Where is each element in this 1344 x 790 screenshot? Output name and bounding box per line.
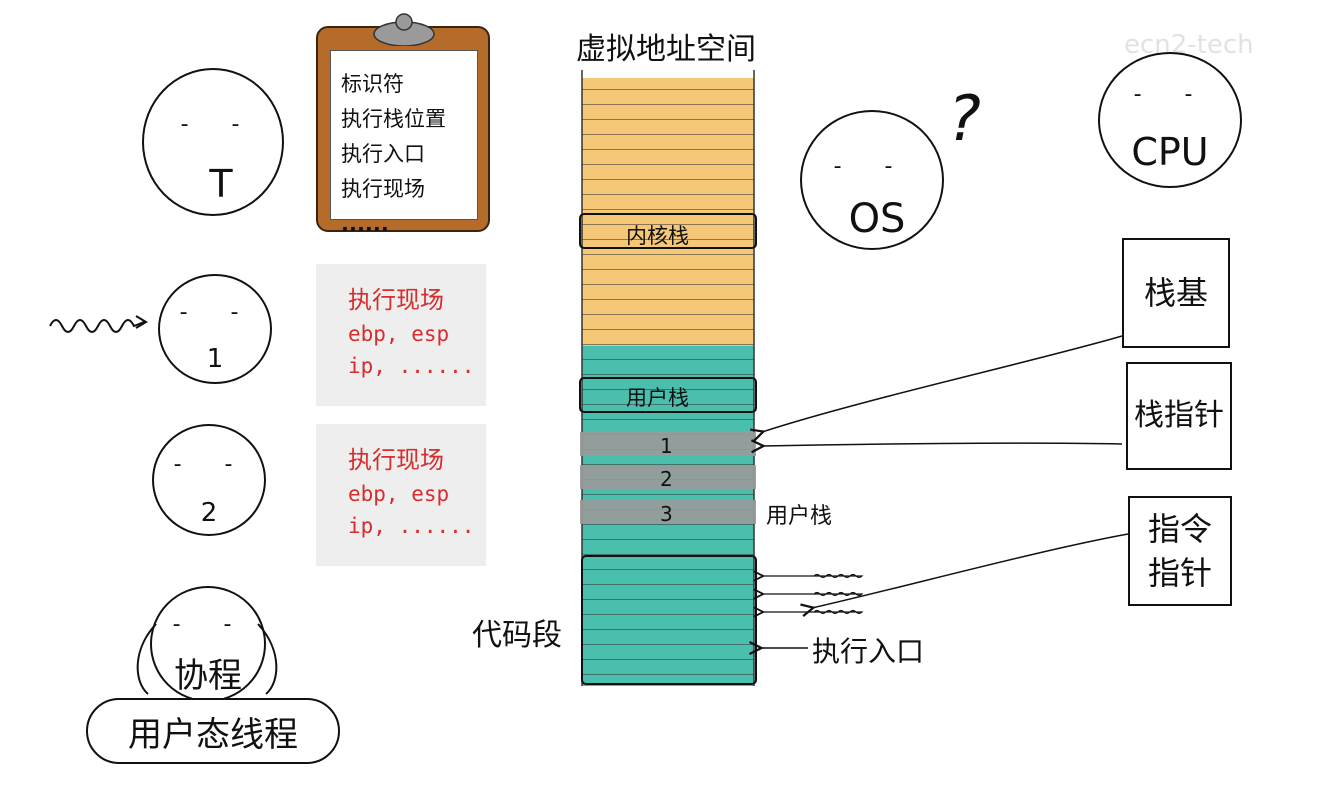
squiggle-pointer <box>762 575 864 578</box>
frame-label: 3 <box>660 502 673 526</box>
frame-label: 1 <box>660 434 673 458</box>
stack-base-label: 栈基 <box>1143 274 1208 312</box>
coroutine-1-context-note: 执行现场 ebp, esp ip, ...... <box>316 264 486 406</box>
coroutine-2-face: - - 2 <box>152 424 266 536</box>
frame-label: 2 <box>660 467 673 491</box>
thread-face: - - T <box>142 68 284 216</box>
context-register-line: ebp, esp <box>348 322 450 346</box>
coroutine-1-eyes: - - <box>179 300 257 325</box>
instruction-pointer-register: 指令 指针 <box>1128 496 1232 606</box>
stack-frame-3 <box>580 500 756 524</box>
stack-pointer-label: 栈指针 <box>1134 398 1224 433</box>
side-user-stack-label: 用户栈 <box>766 504 833 529</box>
stack-pointer-arrow <box>762 443 1123 446</box>
context-register-line: ip, ...... <box>348 354 475 378</box>
thread-face-label: T <box>209 162 233 206</box>
cpu-face-label: CPU <box>1131 130 1209 174</box>
register-arrows <box>740 335 1129 660</box>
coroutine-2-label: 2 <box>200 498 218 528</box>
code-segment-label: 代码段 <box>472 618 562 653</box>
context-title: 执行现场 <box>348 446 444 474</box>
stack-frame-2 <box>580 465 756 489</box>
kernel-stack-box <box>579 213 757 249</box>
squiggle-pointer <box>762 593 864 596</box>
user-stack-box <box>579 377 757 413</box>
os-face-eyes: - - <box>833 154 911 179</box>
clipboard-line: ...... <box>341 212 389 236</box>
user-thread-label: 用户态线程 <box>128 714 298 755</box>
context-title: 执行现场 <box>348 286 444 314</box>
instruction-pointer-label-2: 指针 <box>1147 554 1212 592</box>
coroutine-2-eyes: - - <box>173 452 251 477</box>
kernel-stack-label: 内核栈 <box>626 224 689 248</box>
coroutine-arms <box>136 623 278 695</box>
thread-control-clipboard: 标识符 执行栈位置 执行入口 执行现场 ...... <box>316 13 490 236</box>
clipboard-line: 标识符 <box>341 72 404 96</box>
user-stack-label: 用户栈 <box>626 386 689 410</box>
thread-face-eyes: - - <box>180 112 258 137</box>
cpu-face-eyes: - - <box>1133 82 1211 107</box>
squiggle-pointer <box>762 611 864 614</box>
squiggle-arrow-icon <box>49 315 148 333</box>
stack-pointer-register: 栈指针 <box>1126 362 1232 470</box>
instruction-pointer-arrow <box>812 533 1129 608</box>
clipboard-clip-icon <box>373 13 435 46</box>
coroutine-2-context-note: 执行现场 ebp, esp ip, ...... <box>316 424 486 566</box>
clipboard-line: 执行栈位置 <box>341 107 446 131</box>
coroutine-1-label: 1 <box>206 344 224 374</box>
user-thread-pill: 用户态线程 <box>86 698 340 764</box>
question-mark-icon: ? <box>948 82 981 155</box>
code-segment-box <box>581 555 757 685</box>
os-face: - - OS <box>800 110 944 250</box>
coroutine-face-label: 协程 <box>174 656 242 696</box>
address-space-title: 虚拟地址空间 <box>576 32 756 67</box>
stack-base-register: 栈基 <box>1122 238 1230 348</box>
coroutine-1-face: - - 1 <box>158 274 272 384</box>
context-register-line: ebp, esp <box>348 482 450 506</box>
clipboard-paper: 标识符 执行栈位置 执行入口 执行现场 ...... <box>330 50 478 236</box>
clipboard-line: 执行现场 <box>341 177 425 201</box>
instruction-pointer-label-1: 指令 <box>1147 510 1212 548</box>
stack-base-arrow <box>762 335 1123 432</box>
context-register-line: ip, ...... <box>348 514 475 538</box>
os-face-label: OS <box>848 196 906 242</box>
stack-frame-1 <box>580 432 756 456</box>
entry-label: 执行入口 <box>812 635 925 668</box>
coroutine-face-eyes: - - <box>172 612 250 637</box>
address-space-diagram <box>579 70 757 686</box>
clipboard-line: 执行入口 <box>341 142 425 166</box>
cpu-face: - - CPU <box>1098 52 1242 188</box>
